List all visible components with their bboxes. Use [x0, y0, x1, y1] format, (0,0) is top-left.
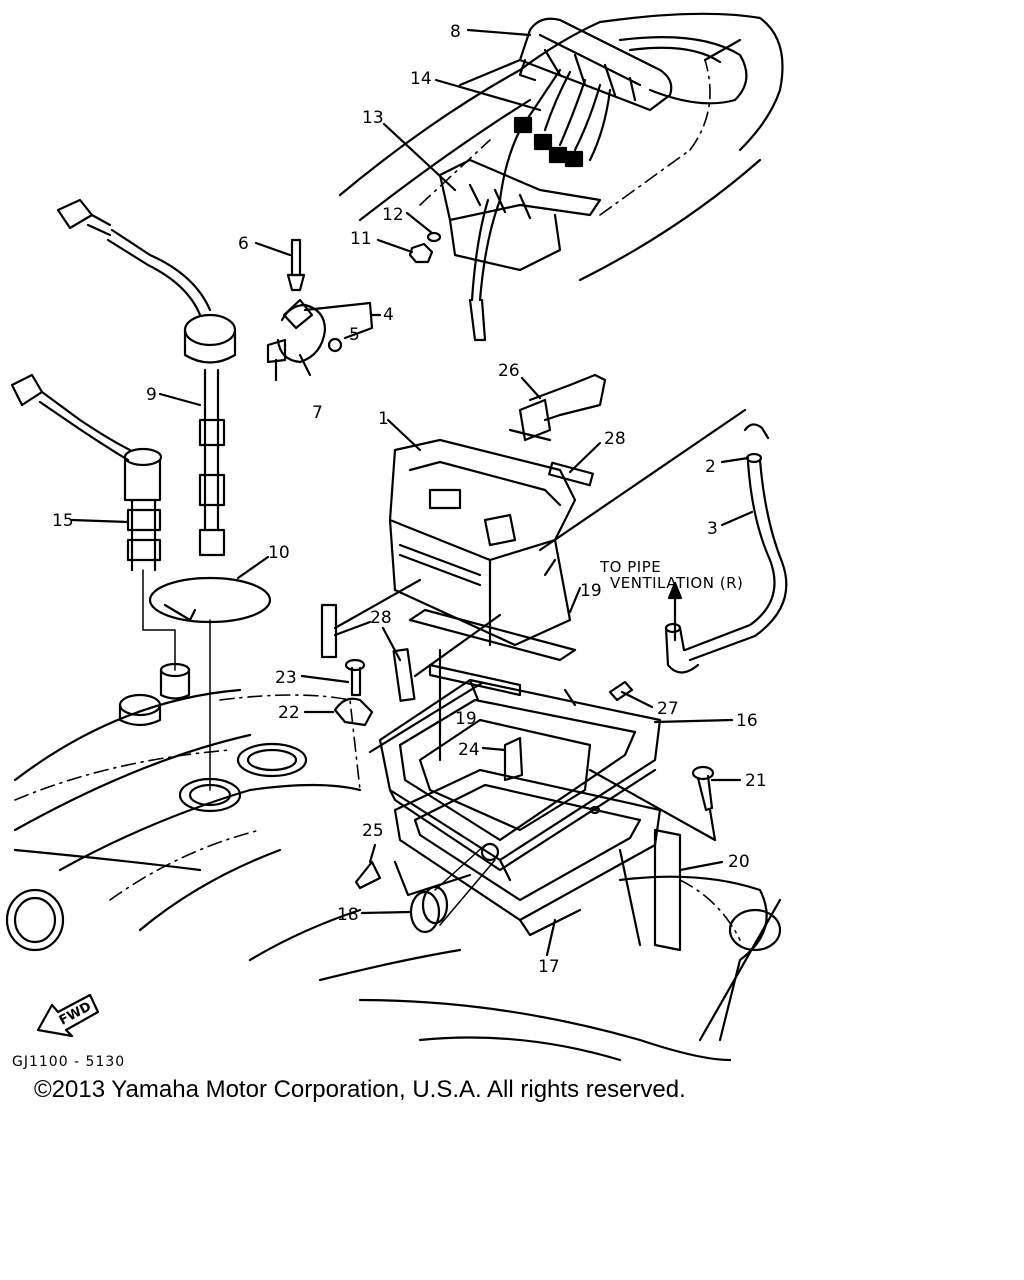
sensor-cable-9: [56, 198, 237, 557]
callout-28-top: 28: [604, 429, 626, 449]
battery: [388, 438, 577, 647]
callout-26: 26: [498, 361, 520, 381]
strip-19-lower: [428, 663, 522, 697]
pipe-note-line1: TO PIPE: [599, 558, 661, 576]
copyright-notice: ©2013 Yamaha Motor Corporation, U.S.A. A…: [34, 1076, 686, 1103]
callout-2: 2: [705, 457, 716, 477]
callout-19-upper: 19: [580, 581, 602, 601]
sensor-cable-15: [10, 373, 176, 671]
wire-harness: [468, 68, 612, 342]
leader-lines: [70, 28, 754, 957]
callout-16: 16: [736, 711, 758, 731]
bracket: [438, 158, 602, 272]
vent-tube: [664, 423, 788, 674]
vent-direction-arrowhead: [667, 581, 683, 600]
callout-3: 3: [707, 519, 718, 539]
callout-14: 14: [410, 69, 432, 89]
callout-7: 7: [312, 403, 323, 423]
callout-9: 9: [146, 385, 157, 405]
rivet: [354, 860, 382, 890]
callout-12: 12: [382, 205, 404, 225]
gauge-unit: [518, 17, 673, 112]
band-clamp: [148, 576, 272, 791]
catalog-code: GJ1100 - 5130: [12, 1054, 126, 1070]
washer: [426, 231, 442, 243]
callout-13: 13: [362, 108, 384, 128]
strip-19-upper: [408, 608, 577, 662]
pad-28-top: [548, 461, 594, 487]
pad-28-left: [320, 603, 338, 659]
hold-down-bracket: [508, 373, 607, 442]
callout-5: 5: [349, 325, 360, 345]
holder: [503, 736, 524, 782]
callout-18: 18: [337, 905, 359, 925]
callout-numbers: 8 14 13 12 11 6 4 5 7 9 10 15 1 26 28 2 …: [52, 22, 767, 977]
callout-6: 6: [238, 234, 249, 254]
callout-28-lower: 28: [370, 608, 392, 628]
guide-lines: [333, 408, 747, 897]
deck-grommets: [5, 662, 782, 952]
callout-23: 23: [275, 668, 297, 688]
screw-21: [691, 765, 715, 812]
fwd-arrow: FWD: [36, 993, 100, 1038]
callout-25: 25: [362, 821, 384, 841]
nut: [408, 242, 434, 264]
exploded-parts-diagram: FWD 8 14 13 12: [5, 12, 788, 1062]
callout-24: 24: [458, 740, 480, 760]
callout-11: 11: [350, 229, 372, 249]
callout-22: 22: [278, 703, 300, 723]
lower-hull-outline: [13, 688, 782, 1062]
pad-28-lower: [392, 648, 416, 702]
callout-21: 21: [745, 771, 767, 791]
callout-20: 20: [728, 852, 750, 872]
callout-19-lower: 19: [455, 709, 477, 729]
screw-23: [344, 658, 366, 697]
callout-4: 4: [383, 305, 394, 325]
pipe-note-line2: VENTILATION (R): [610, 574, 743, 592]
cable-clamp: [333, 697, 374, 727]
callout-8: 8: [450, 22, 461, 42]
callout-17: 17: [538, 957, 560, 977]
callout-1: 1: [378, 409, 389, 429]
strap: [653, 828, 682, 952]
callout-15: 15: [52, 511, 74, 531]
callout-10: 10: [268, 543, 290, 563]
strap-edge: [618, 848, 642, 947]
callout-27: 27: [657, 699, 679, 719]
upper-hull-outline: [338, 12, 784, 282]
fitting: [608, 680, 634, 702]
clamp-assembly: [266, 238, 343, 382]
